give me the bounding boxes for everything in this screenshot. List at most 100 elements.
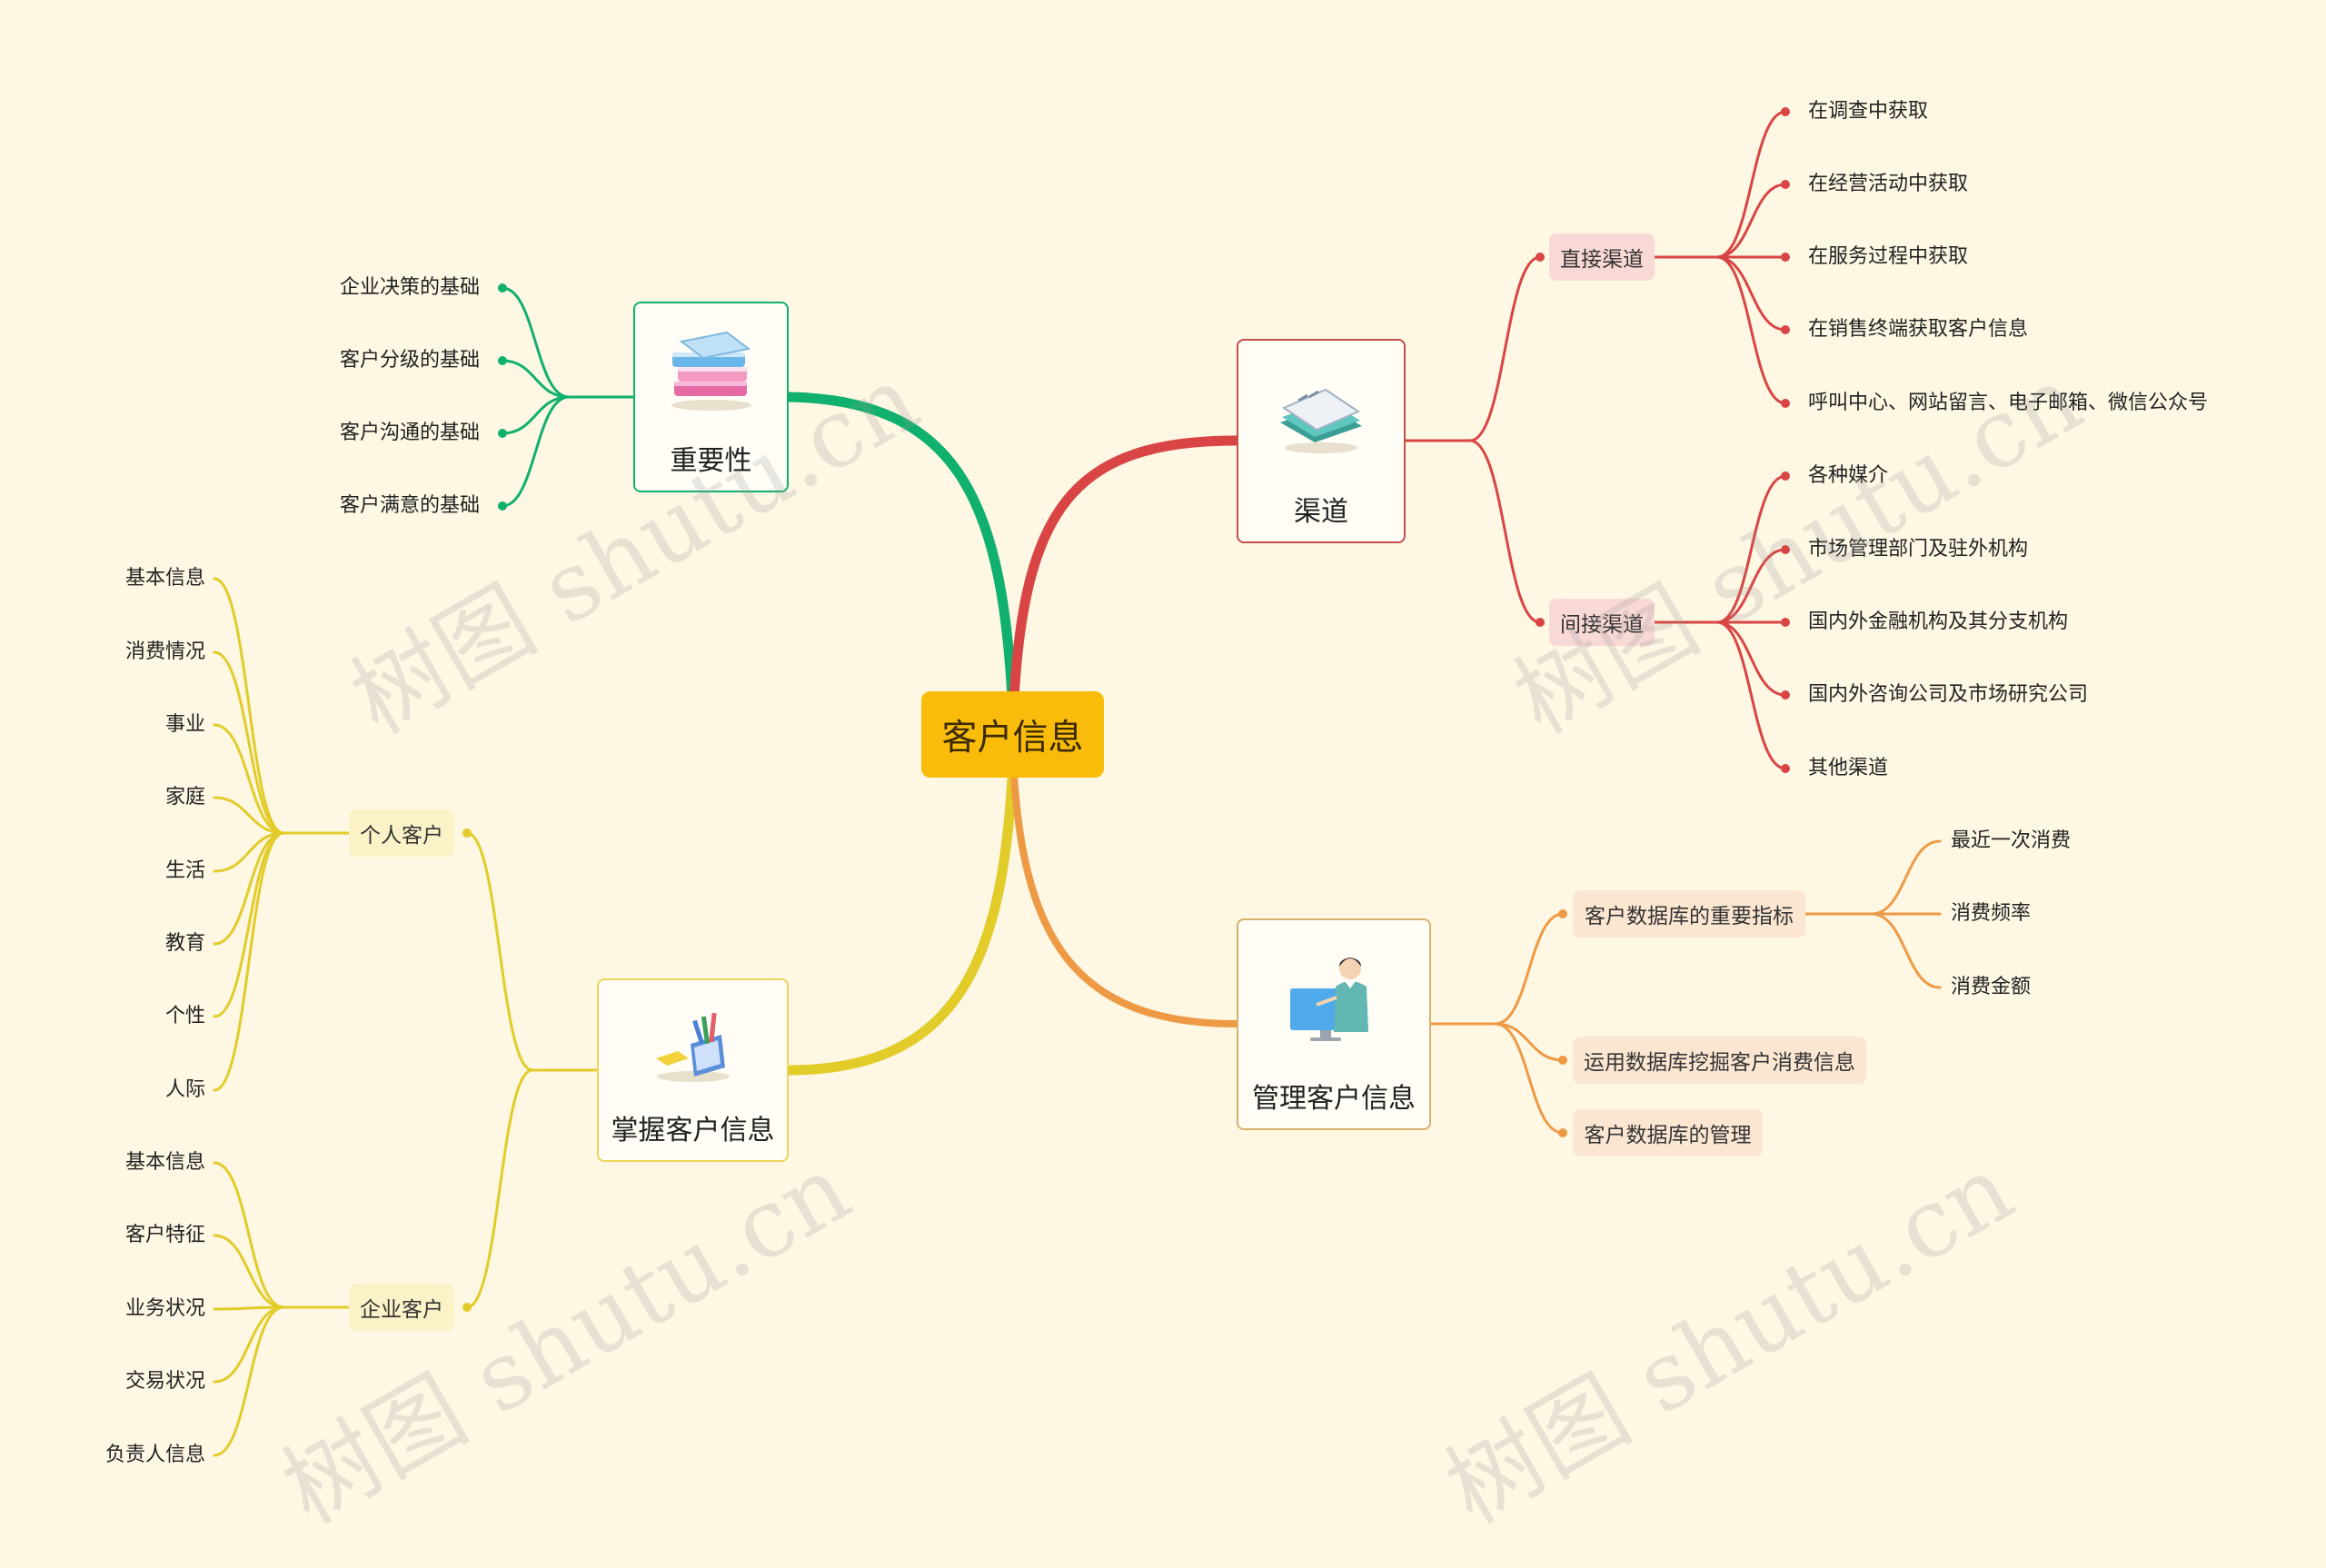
connector-dot	[1781, 180, 1790, 189]
link	[1715, 620, 1787, 697]
connector-dot	[498, 501, 507, 511]
leaf-personal-customer[interactable]: 个性	[164, 1005, 205, 1027]
presenter-icon	[1238, 920, 1429, 1076]
notebook-icon	[1238, 341, 1404, 489]
connector-dot	[1781, 618, 1790, 627]
link	[213, 1161, 285, 1309]
connector-dot	[498, 283, 507, 293]
leaf-importance[interactable]: 客户沟通的基础	[339, 422, 480, 444]
subtopic-indirect-channel[interactable]: 间接渠道	[1549, 599, 1655, 646]
connector-dot	[1781, 471, 1790, 481]
leaf-enterprise-customer[interactable]: 负责人信息	[104, 1444, 205, 1466]
link	[213, 577, 285, 835]
connector-dot	[1781, 764, 1790, 773]
link	[1468, 255, 1542, 442]
connector-dot	[498, 356, 507, 365]
leaf-indirect-channel[interactable]: 国内外金融机构及其分支机构	[1808, 610, 2069, 633]
leaf-database-indicator[interactable]: 消费频率	[1951, 902, 2032, 925]
connector-dot	[1781, 253, 1790, 262]
link-importance	[783, 392, 1019, 721]
topic-master-info[interactable]: 掌握客户信息	[597, 978, 789, 1162]
leaf-personal-customer[interactable]: 教育	[164, 932, 205, 955]
leaf-direct-channel[interactable]: 在销售终端获取客户信息	[1808, 318, 2029, 341]
link	[1870, 839, 1942, 916]
office-supplies-icon	[599, 980, 787, 1107]
leaf-enterprise-customer[interactable]: 客户特征	[124, 1224, 205, 1246]
leaf-enterprise-customer[interactable]: 基本信息	[124, 1151, 205, 1174]
link	[1870, 912, 1942, 989]
connector-dot	[1558, 909, 1567, 918]
link	[213, 1305, 285, 1457]
leaf-personal-customer[interactable]: 消费情况	[124, 640, 205, 663]
link	[213, 1305, 285, 1384]
connector-dot	[1536, 253, 1545, 262]
leaf-direct-channel[interactable]: 在经营活动中获取	[1808, 173, 1969, 195]
link-channels	[1008, 435, 1242, 721]
leaf-personal-customer[interactable]: 家庭	[164, 786, 205, 809]
leaf-direct-channel[interactable]: 在服务过程中获取	[1808, 245, 1969, 268]
leaf-personal-customer[interactable]: 生活	[164, 859, 205, 882]
leaf-direct-channel[interactable]: 呼叫中心、网站留言、电子邮箱、微信公众号	[1808, 392, 2209, 414]
link	[1494, 1022, 1565, 1135]
link	[1715, 620, 1787, 770]
link	[501, 359, 571, 399]
topic-channels[interactable]: 渠道	[1237, 339, 1406, 543]
leaf-importance[interactable]: 企业决策的基础	[339, 276, 480, 299]
books-icon	[635, 303, 787, 438]
subtopic-database-management[interactable]: 客户数据库的管理	[1573, 1109, 1763, 1156]
leaf-indirect-channel[interactable]: 国内外咨询公司及市场研究公司	[1808, 683, 2089, 706]
connector-dot	[1558, 1056, 1567, 1065]
link	[465, 1068, 534, 1309]
link	[213, 723, 285, 835]
leaf-personal-customer[interactable]: 人际	[164, 1078, 205, 1101]
link	[465, 831, 534, 1072]
topic-manage-info[interactable]: 管理客户信息	[1237, 918, 1431, 1130]
connector-dot	[1536, 618, 1545, 627]
leaf-database-indicator[interactable]: 消费金额	[1951, 976, 2032, 998]
link-manage	[1009, 758, 1240, 1027]
link	[1715, 255, 1787, 332]
subtopic-personal-customer[interactable]: 个人客户	[349, 809, 454, 857]
leaf-direct-channel[interactable]: 在调查中获取	[1808, 100, 1929, 123]
connector-dot	[1781, 545, 1790, 554]
connector-dot	[462, 829, 472, 838]
topic-importance[interactable]: 重要性	[633, 302, 789, 492]
link	[213, 831, 285, 1018]
link	[1468, 439, 1542, 624]
link	[213, 796, 285, 835]
link	[501, 286, 571, 399]
topic-master-info-label: 掌握客户信息	[611, 1115, 775, 1146]
leaf-enterprise-customer[interactable]: 交易状况	[124, 1370, 205, 1393]
subtopic-direct-channel[interactable]: 直接渠道	[1549, 233, 1655, 281]
root-topic[interactable]: 客户信息	[921, 691, 1104, 778]
connector-dot	[1558, 1128, 1567, 1137]
subtopic-enterprise-customer[interactable]: 企业客户	[349, 1284, 454, 1331]
link	[501, 395, 571, 508]
topic-manage-info-label: 管理客户信息	[1252, 1083, 1416, 1115]
leaf-importance[interactable]: 客户分级的基础	[339, 349, 480, 372]
link	[1715, 474, 1787, 624]
subtopic-database-mining[interactable]: 运用数据库挖掘客户消费信息	[1573, 1037, 1866, 1084]
leaf-indirect-channel[interactable]: 各种媒介	[1808, 464, 1889, 487]
link	[1715, 183, 1787, 259]
leaf-personal-customer[interactable]: 基本信息	[124, 567, 205, 590]
link	[1715, 255, 1787, 405]
leaf-indirect-channel[interactable]: 市场管理部门及驻外机构	[1808, 538, 2029, 561]
link	[213, 650, 285, 835]
subtopic-database-indicators[interactable]: 客户数据库的重要指标	[1573, 890, 1805, 938]
leaf-importance[interactable]: 客户满意的基础	[339, 494, 480, 517]
topic-channels-label: 渠道	[1294, 496, 1348, 528]
leaf-indirect-channel[interactable]: 其他渠道	[1808, 757, 1889, 779]
leaf-personal-customer[interactable]: 事业	[164, 713, 205, 736]
connector-dot	[1781, 690, 1790, 700]
link	[213, 831, 285, 946]
connector-dot	[1781, 107, 1790, 116]
link	[1494, 912, 1565, 1026]
link	[1715, 110, 1787, 259]
link	[1494, 1022, 1565, 1062]
link	[213, 831, 285, 873]
leaf-enterprise-customer[interactable]: 业务状况	[124, 1297, 205, 1320]
leaf-database-indicator[interactable]: 最近一次消费	[1951, 829, 2072, 852]
